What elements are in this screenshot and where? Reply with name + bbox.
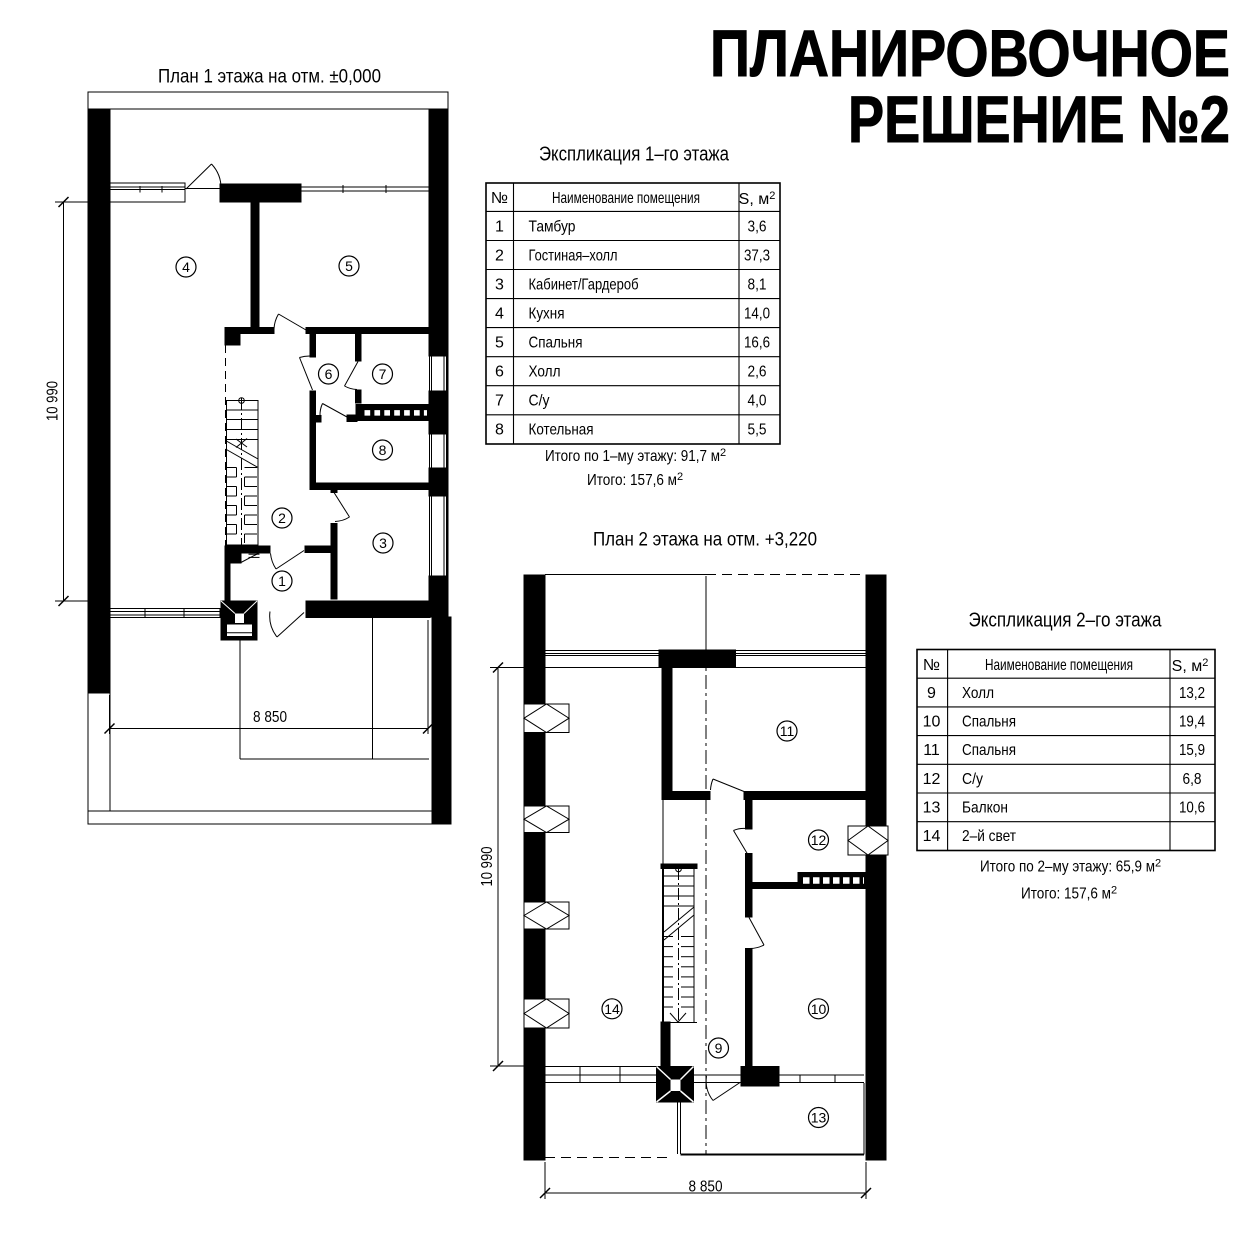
svg-text:4,0: 4,0 [748, 393, 767, 410]
svg-text:4: 4 [495, 306, 504, 323]
svg-text:Итого: 157,6 м2: Итого: 157,6 м2 [1021, 885, 1117, 903]
svg-text:План 2 этажа на отм. +3,220: План 2 этажа на отм. +3,220 [593, 530, 817, 551]
svg-text:12: 12 [811, 832, 827, 848]
svg-text:Экспликация 1–го этажа: Экспликация 1–го этажа [539, 144, 730, 166]
svg-text:2,6: 2,6 [748, 364, 767, 381]
svg-text:11: 11 [780, 723, 795, 739]
svg-text:3: 3 [495, 277, 504, 294]
svg-text:ПЛАНИРОВОЧНОЕ: ПЛАНИРОВОЧНОЕ [710, 16, 1230, 90]
svg-text:6: 6 [495, 364, 504, 381]
svg-text:9: 9 [715, 1040, 723, 1056]
svg-text:Холл: Холл [962, 685, 994, 702]
svg-text:8: 8 [379, 442, 387, 458]
svg-text:3: 3 [379, 535, 387, 551]
svg-text:7: 7 [379, 366, 387, 382]
svg-text:8: 8 [495, 422, 504, 439]
svg-text:2–й свет: 2–й свет [962, 828, 1017, 845]
svg-text:14,0: 14,0 [744, 306, 770, 323]
svg-text:19,4: 19,4 [1179, 714, 1205, 731]
svg-text:6: 6 [325, 366, 333, 382]
svg-text:1: 1 [495, 219, 504, 236]
svg-text:37,3: 37,3 [744, 248, 770, 265]
svg-text:S, м2: S, м2 [739, 190, 776, 208]
svg-text:Экспликация 2–го этажа: Экспликация 2–го этажа [969, 610, 1163, 632]
svg-text:14: 14 [604, 1001, 620, 1017]
svg-text:10 990: 10 990 [45, 381, 62, 421]
svg-text:Тамбур: Тамбур [529, 219, 576, 236]
svg-text:9: 9 [927, 685, 936, 702]
svg-text:Спальня: Спальня [529, 335, 583, 352]
svg-text:8 850: 8 850 [689, 1179, 723, 1196]
svg-text:10,6: 10,6 [1179, 800, 1205, 817]
svg-text:Спальня: Спальня [962, 714, 1016, 731]
svg-text:2: 2 [495, 248, 504, 265]
svg-text:План 1 этажа на отм. ±0,000: План 1 этажа на отм. ±0,000 [158, 67, 381, 88]
svg-text:5,5: 5,5 [748, 422, 767, 439]
svg-text:14: 14 [923, 828, 941, 845]
svg-text:Наименование помещения: Наименование помещения [552, 190, 700, 207]
svg-text:10: 10 [811, 1001, 827, 1017]
svg-text:8,1: 8,1 [748, 277, 767, 294]
svg-text:12: 12 [923, 771, 941, 788]
svg-text:С/у: С/у [529, 393, 550, 410]
svg-text:Холл: Холл [529, 364, 561, 381]
svg-text:6,8: 6,8 [1183, 771, 1202, 788]
svg-text:Гостиная–холл: Гостиная–холл [529, 248, 618, 265]
svg-text:15,9: 15,9 [1179, 742, 1205, 759]
svg-text:4: 4 [182, 259, 190, 275]
svg-text:2: 2 [278, 510, 286, 526]
svg-text:Наименование помещения: Наименование помещения [985, 657, 1133, 674]
svg-text:5: 5 [345, 258, 353, 274]
svg-text:3,6: 3,6 [748, 219, 767, 236]
svg-text:Кабинет/Гардероб: Кабинет/Гардероб [529, 277, 639, 294]
svg-text:13: 13 [923, 800, 941, 817]
svg-text:5: 5 [495, 335, 504, 352]
svg-text:16,6: 16,6 [744, 335, 770, 352]
svg-text:Балкон: Балкон [962, 800, 1008, 817]
svg-text:10: 10 [923, 714, 941, 731]
svg-text:13,2: 13,2 [1179, 685, 1205, 702]
svg-text:S, м2: S, м2 [1172, 657, 1209, 675]
svg-text:8 850: 8 850 [253, 709, 287, 726]
svg-text:Итого: 157,6 м2: Итого: 157,6 м2 [587, 471, 683, 489]
svg-text:10 990: 10 990 [479, 846, 496, 886]
svg-text:11: 11 [923, 742, 940, 759]
svg-text:РЕШЕНИЕ №2: РЕШЕНИЕ №2 [848, 82, 1230, 156]
svg-text:№: № [491, 190, 508, 207]
svg-text:№: № [923, 657, 940, 674]
svg-text:Кухня: Кухня [529, 306, 565, 323]
svg-text:13: 13 [811, 1110, 827, 1126]
svg-text:Спальня: Спальня [962, 742, 1016, 759]
svg-text:7: 7 [495, 393, 504, 410]
svg-text:Котельная: Котельная [529, 422, 594, 439]
svg-text:С/у: С/у [962, 771, 983, 788]
svg-text:1: 1 [278, 573, 286, 589]
svg-text:Итого по 2–му этажу: 65,9 м2: Итого по 2–му этажу: 65,9 м2 [980, 858, 1161, 876]
svg-text:Итого по 1–му этажу: 91,7 м2: Итого по 1–му этажу: 91,7 м2 [545, 447, 726, 465]
